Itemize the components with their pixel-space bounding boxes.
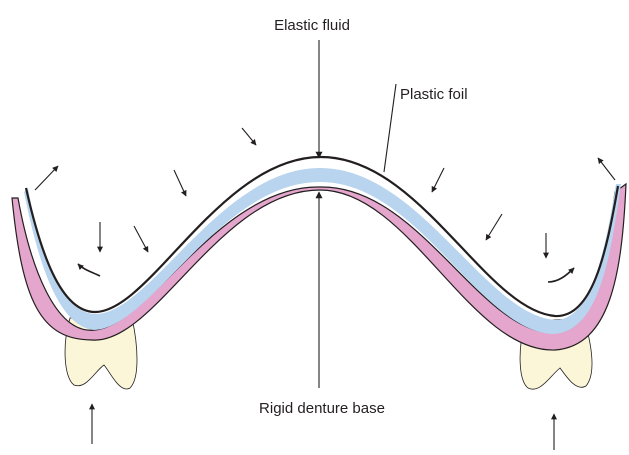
elastic-fluid-label: Elastic fluid bbox=[274, 17, 350, 34]
curved-arrow-right bbox=[548, 268, 574, 282]
rigid-denture-base-label: Rigid denture base bbox=[259, 400, 385, 417]
plastic-foil-label: Plastic foil bbox=[400, 86, 468, 103]
plastic-foil-leader-line bbox=[384, 84, 396, 172]
outward-arrow-right bbox=[598, 158, 615, 180]
pressure-arrow bbox=[432, 168, 444, 192]
outward-arrow-left bbox=[35, 166, 58, 190]
pressure-arrow bbox=[242, 128, 256, 145]
pressure-arrow bbox=[134, 226, 148, 252]
pressure-arrow bbox=[486, 214, 502, 240]
pressure-arrows bbox=[100, 128, 546, 258]
curved-arrow-left bbox=[78, 264, 100, 276]
pressure-arrow bbox=[174, 170, 186, 196]
